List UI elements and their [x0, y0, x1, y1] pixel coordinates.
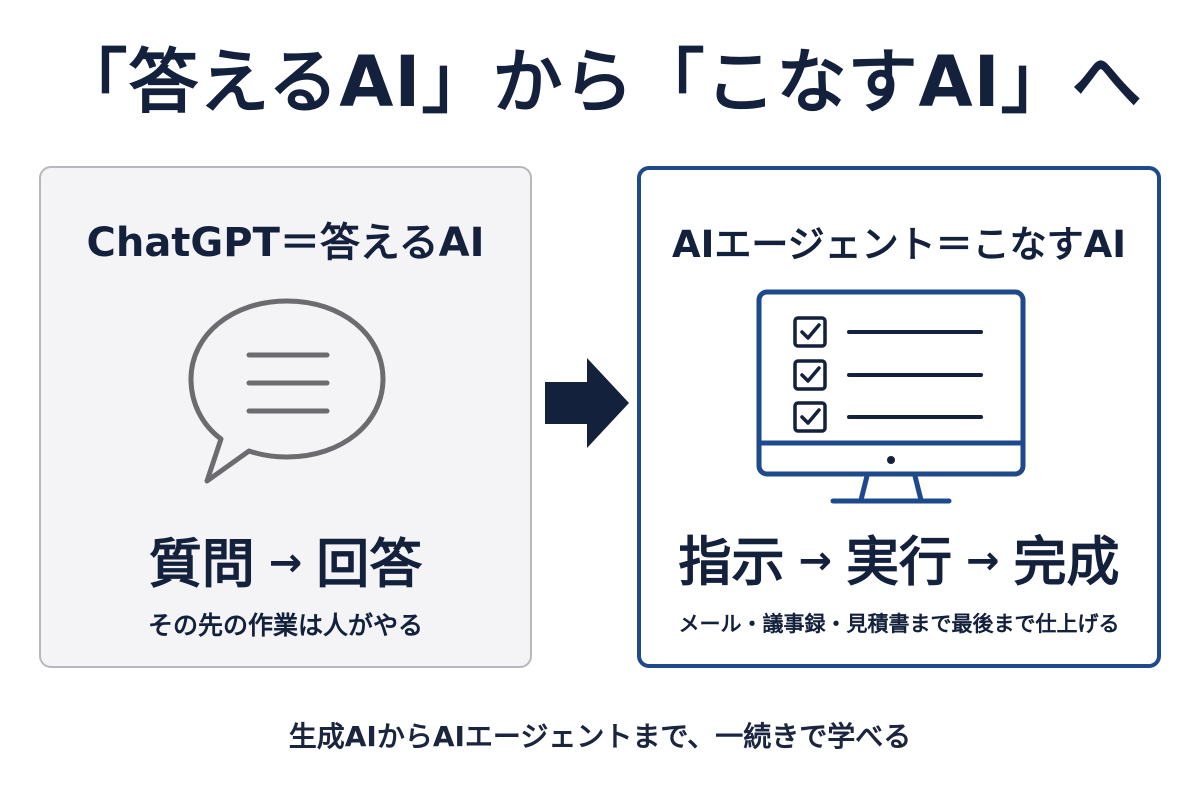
ai-agent-heading: AIエージェント＝こなすAI [671, 223, 1127, 266]
flow-instruction: 指示 [678, 532, 785, 593]
chatgpt-caption: その先の作業は人がやる [147, 611, 423, 640]
flow-completion: 完成 [1013, 532, 1120, 593]
flow-execution: 実行 [846, 532, 952, 593]
speech-bubble-icon [188, 298, 386, 484]
flow-arrow-1: → [798, 538, 832, 584]
ai-agent-flow: 指示 → 実行 → 完成 [641, 520, 1157, 596]
main-title: 「答えるAI」から「こなすAI」へ [57, 41, 1143, 123]
flow-question: 質問 [148, 534, 255, 595]
chatgpt-flow: 質問 → 回答 [41, 522, 530, 598]
chatgpt-heading: ChatGPT＝答えるAI [86, 220, 485, 266]
monitor-checklist-icon [756, 289, 1026, 504]
right-arrow-icon [545, 358, 629, 448]
checkbox-icon-1 [793, 316, 827, 348]
checkbox-icon-2 [793, 359, 827, 391]
flow-answer: 回答 [316, 534, 423, 595]
checkbox-icon-3 [793, 401, 827, 433]
ai-agent-caption: メール・議事録・見積書まで最後まで仕上げる [678, 612, 1120, 636]
flow-arrow: → [268, 540, 303, 586]
flow-arrow-2: → [966, 538, 1000, 584]
ai-agent-panel: AIエージェント＝こなすAI 指示 → 実行 → 完成 メール・議事録・見積書まで最後ま… [637, 166, 1161, 668]
footer-note: 生成AIからAIエージェントまで、一続きで学べる [288, 720, 912, 753]
chatgpt-panel: ChatGPT＝答えるAI 質問 → 回答 その先の作業は人がやる [39, 166, 532, 668]
